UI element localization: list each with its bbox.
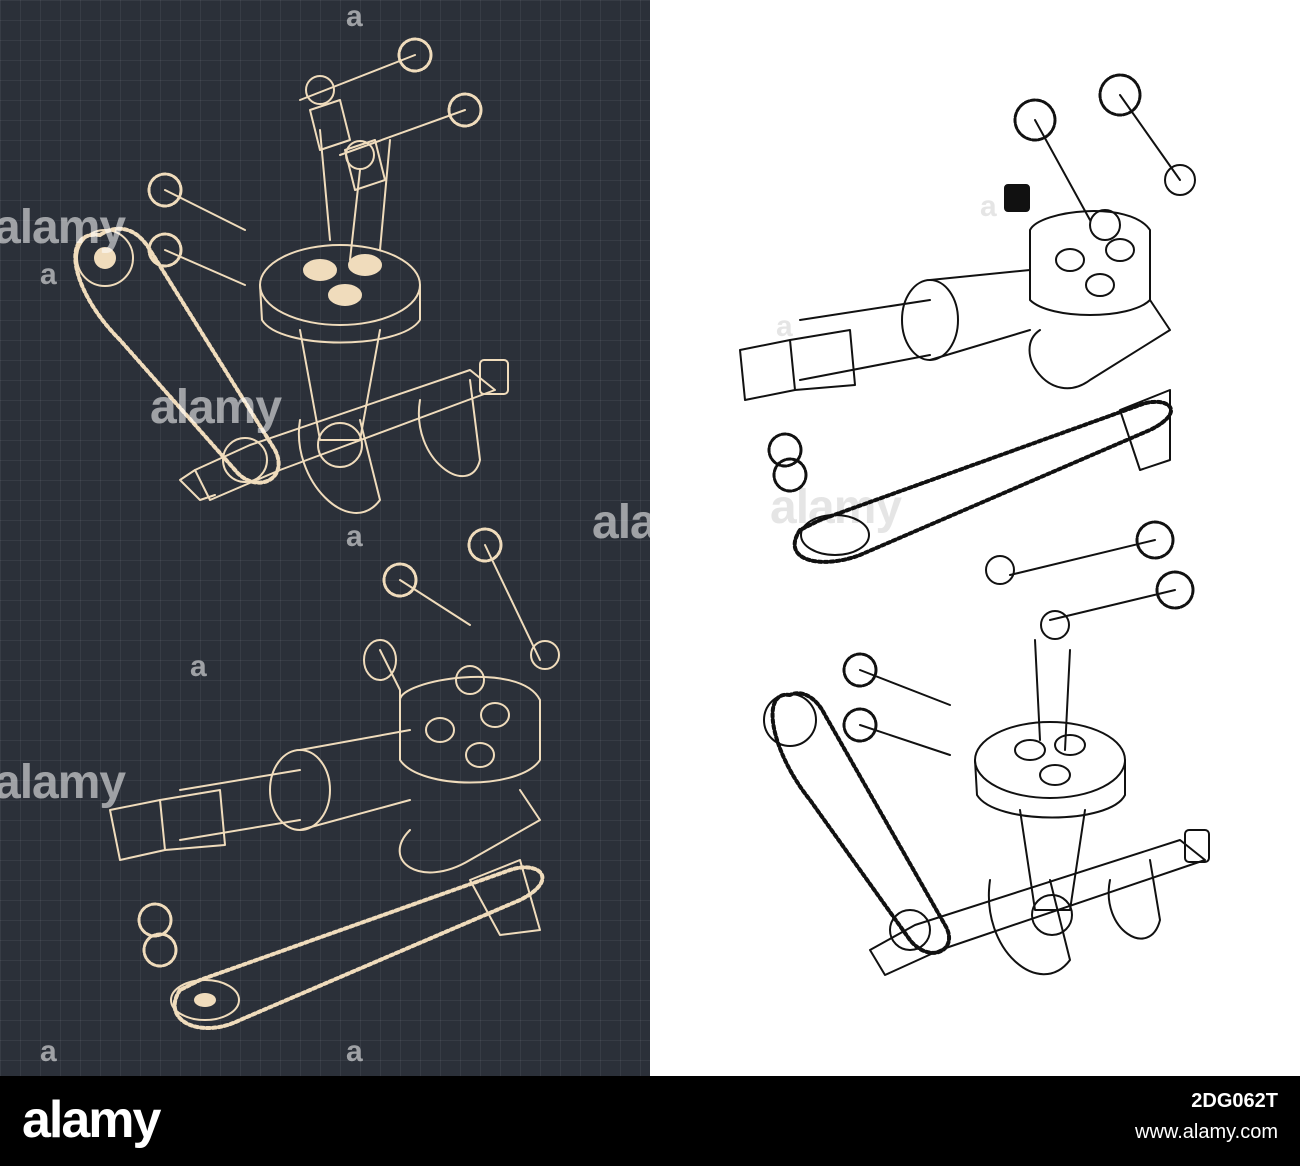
watermark-letter: a <box>40 1035 57 1068</box>
watermark-letter: a <box>40 258 57 291</box>
watermark-letter: a <box>346 520 363 553</box>
light-lineart-panel: a a alamy <box>650 0 1300 1076</box>
upper-engine-dark <box>73 37 509 514</box>
footer-brand-logo[interactable]: alamy <box>22 1091 161 1149</box>
lower-engine-dark <box>109 527 560 1030</box>
watermark-letter: a <box>980 190 997 223</box>
watermark-letter: a <box>776 310 793 343</box>
image-id: 2DG062T <box>1191 1090 1278 1112</box>
watermark-letter: a <box>346 0 363 33</box>
footer-meta: 2DG062T www.alamy.com <box>1135 1090 1278 1144</box>
lower-engine-light <box>763 520 1210 976</box>
engine-drawing-light <box>739 73 1210 976</box>
dark-blueprint-panel: alamy alamy ala alamy a a a a a a <box>0 0 657 1076</box>
upper-engine-light <box>739 73 1196 564</box>
artwork: alamy alamy ala alamy a a a a a a <box>0 0 1300 1076</box>
engine-drawing-dark <box>73 37 560 1030</box>
site-link[interactable]: www.alamy.com <box>1135 1121 1278 1143</box>
watermark-letter: a <box>190 650 207 683</box>
watermark-letter: a <box>346 1035 363 1068</box>
footer-bar: alamy 2DG062T www.alamy.com <box>0 1076 1300 1166</box>
